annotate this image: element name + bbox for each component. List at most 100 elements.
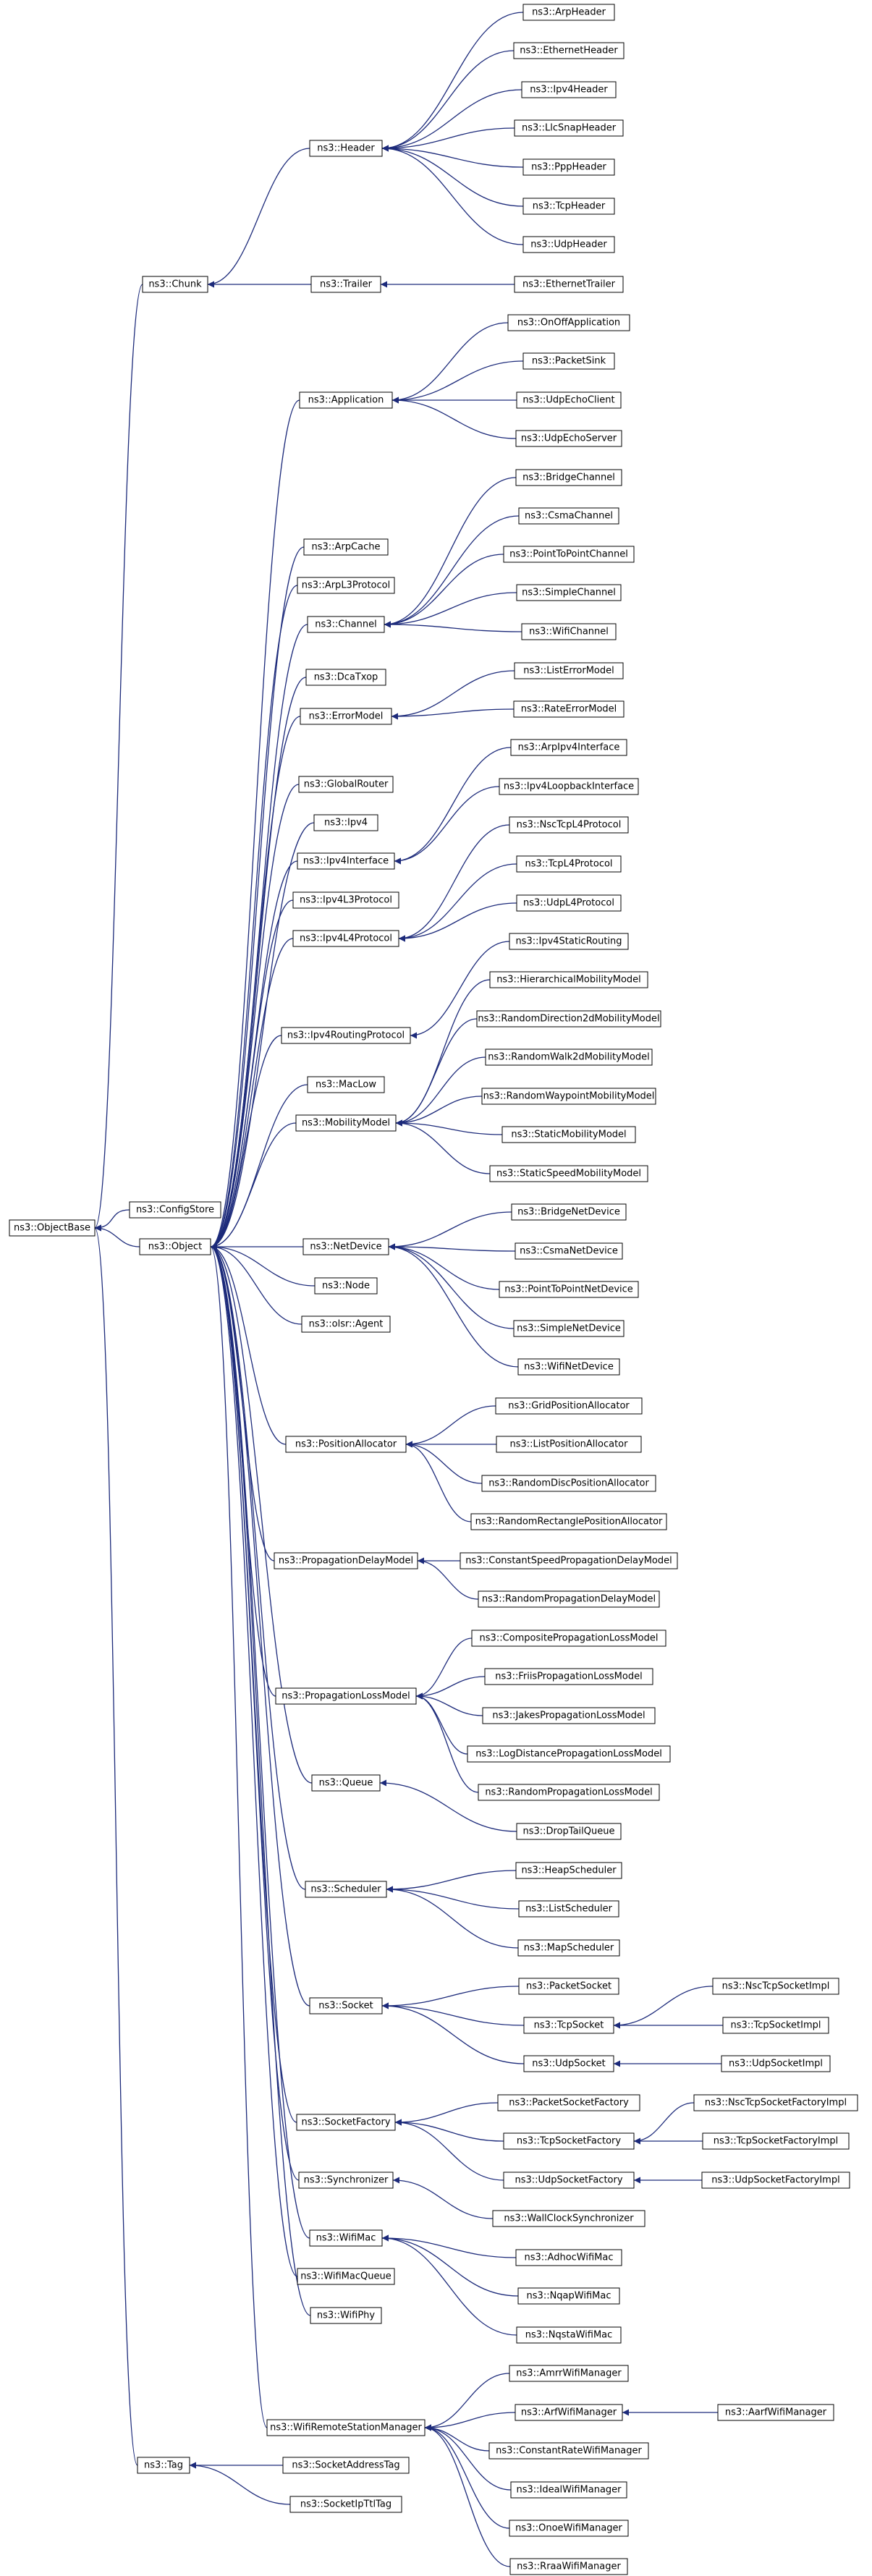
class-node-error-model[interactable]: ns3::ErrorModel (300, 708, 392, 725)
class-node-udp-l4-protocol[interactable]: ns3::UdpL4Protocol (516, 894, 622, 912)
class-node-random-waypoint-mobility-model[interactable]: ns3::RandomWaypointMobilityModel (481, 1088, 656, 1105)
class-node-udp-echo-client[interactable]: ns3::UdpEchoClient (516, 391, 622, 409)
class-node-wifi-mac[interactable]: ns3::WifiMac (309, 2229, 383, 2247)
class-node-on-off-application[interactable]: ns3::OnOffApplication (507, 314, 630, 331)
class-node-arp-header[interactable]: ns3::ArpHeader (522, 4, 615, 21)
class-node-ipv4-l3-protocol[interactable]: ns3::Ipv4L3Protocol (292, 891, 399, 909)
class-node-wifi-net-device[interactable]: ns3::WifiNetDevice (517, 1358, 620, 1376)
class-node-bridge-net-device[interactable]: ns3::BridgeNetDevice (511, 1203, 627, 1221)
class-node-packet-socket[interactable]: ns3::PacketSocket (518, 1978, 619, 1995)
class-node-ideal-wifi-manager[interactable]: ns3::IdealWifiManager (510, 2481, 627, 2499)
class-node-ethernet-trailer[interactable]: ns3::EthernetTrailer (514, 276, 624, 293)
class-node-wifi-phy[interactable]: ns3::WifiPhy (310, 2307, 382, 2324)
class-node-arp-l3-protocol[interactable]: ns3::ArpL3Protocol (297, 577, 395, 594)
class-node-constant-rate-wifi-manager[interactable]: ns3::ConstantRateWifiManager (488, 2442, 649, 2460)
class-node-propagation-loss-model[interactable]: ns3::PropagationLossModel (275, 1687, 417, 1705)
class-node-bridge-channel[interactable]: ns3::BridgeChannel (515, 469, 622, 486)
class-node-amrr-wifi-manager[interactable]: ns3::AmrrWifiManager (509, 2365, 629, 2382)
class-node-composite-propagation-loss-model[interactable]: ns3::CompositePropagationLossModel (471, 1630, 666, 1647)
class-node-chunk[interactable]: ns3::Chunk (142, 276, 208, 293)
class-node-llc-snap-header[interactable]: ns3::LlcSnapHeader (514, 119, 624, 137)
class-node-tcp-socket-factory-impl[interactable]: ns3::TcpSocketFactoryImpl (702, 2132, 850, 2150)
class-node-tcp-header[interactable]: ns3::TcpHeader (522, 198, 615, 215)
class-node-simple-net-device[interactable]: ns3::SimpleNetDevice (513, 1320, 625, 1337)
class-node-node[interactable]: ns3::Node (314, 1277, 378, 1295)
class-node-nsc-tcp-l4-protocol[interactable]: ns3::NscTcpL4Protocol (509, 816, 629, 834)
class-node-heap-scheduler[interactable]: ns3::HeapScheduler (515, 1862, 622, 1879)
class-node-channel[interactable]: ns3::Channel (307, 616, 385, 633)
class-node-queue[interactable]: ns3::Queue (311, 1774, 381, 1792)
class-node-log-distance-propagation-loss-model[interactable]: ns3::LogDistancePropagationLossModel (467, 1745, 671, 1763)
class-node-random-direction2d-mobility-model[interactable]: ns3::RandomDirection2dMobilityModel (476, 1010, 661, 1028)
class-node-synchronizer[interactable]: ns3::Synchronizer (298, 2172, 394, 2189)
class-node-nsc-tcp-socket-factory-impl[interactable]: ns3::NscTcpSocketFactoryImpl (693, 2094, 858, 2111)
class-node-ipv4-loopback-interface[interactable]: ns3::Ipv4LoopbackInterface (499, 778, 639, 795)
class-node-aarf-wifi-manager[interactable]: ns3::AarfWifiManager (717, 2404, 834, 2421)
class-node-ethernet-header[interactable]: ns3::EthernetHeader (513, 42, 625, 59)
class-node-mac-low[interactable]: ns3::MacLow (307, 1076, 385, 1093)
class-node-nqap-wifi-mac[interactable]: ns3::NqapWifiMac (517, 2287, 620, 2305)
class-node-map-scheduler[interactable]: ns3::MapScheduler (517, 1939, 620, 1957)
class-node-arf-wifi-manager[interactable]: ns3::ArfWifiManager (515, 2404, 623, 2421)
class-node-mobility-model[interactable]: ns3::MobilityModel (295, 1114, 397, 1132)
class-node-csma-channel[interactable]: ns3::CsmaChannel (518, 507, 619, 525)
class-node-point-to-point-channel[interactable]: ns3::PointToPointChannel (503, 546, 635, 563)
class-node-random-disc-position-allocator[interactable]: ns3::RandomDiscPositionAllocator (481, 1475, 656, 1492)
class-node-config-store[interactable]: ns3::ConfigStore (129, 1201, 221, 1219)
class-node-tcp-socket-impl[interactable]: ns3::TcpSocketImpl (722, 2017, 829, 2034)
class-node-drop-tail-queue[interactable]: ns3::DropTailQueue (516, 1823, 622, 1840)
class-node-position-allocator[interactable]: ns3::PositionAllocator (285, 1436, 407, 1453)
class-node-socket-ip-ttl-tag[interactable]: ns3::SocketIpTtlTag (289, 2496, 402, 2513)
class-node-object[interactable]: ns3::Object (139, 1238, 211, 1255)
class-node-simple-channel[interactable]: ns3::SimpleChannel (516, 584, 622, 601)
class-node-wifi-mac-queue[interactable]: ns3::WifiMacQueue (297, 2268, 395, 2285)
class-node-list-position-allocator[interactable]: ns3::ListPositionAllocator (496, 1436, 642, 1453)
class-node-wifi-remote-station-manager[interactable]: ns3::WifiRemoteStationManager (266, 2419, 426, 2436)
class-node-header[interactable]: ns3::Header (309, 140, 383, 157)
class-node-adhoc-wifi-mac[interactable]: ns3::AdhocWifiMac (515, 2249, 622, 2266)
class-node-global-router[interactable]: ns3::GlobalRouter (298, 776, 394, 793)
class-node-propagation-delay-model[interactable]: ns3::PropagationDelayModel (274, 1552, 418, 1569)
class-node-random-propagation-loss-model[interactable]: ns3::RandomPropagationLossModel (478, 1784, 660, 1801)
class-node-udp-echo-server[interactable]: ns3::UdpEchoServer (515, 430, 622, 447)
class-node-packet-sink[interactable]: ns3::PacketSink (522, 352, 615, 370)
class-node-trailer[interactable]: ns3::Trailer (310, 276, 381, 293)
class-node-ipv4-l4-protocol[interactable]: ns3::Ipv4L4Protocol (292, 930, 399, 947)
class-node-list-error-model[interactable]: ns3::ListErrorModel (514, 662, 624, 679)
class-node-socket-factory[interactable]: ns3::SocketFactory (296, 2114, 396, 2131)
class-node-nsc-tcp-socket-impl[interactable]: ns3::NscTcpSocketImpl (712, 1978, 839, 1995)
class-node-udp-socket-factory[interactable]: ns3::UdpSocketFactory (503, 2172, 635, 2189)
class-node-tcp-socket[interactable]: ns3::TcpSocket (523, 2017, 614, 2034)
class-node-onoe-wifi-manager[interactable]: ns3::OnoeWifiManager (509, 2520, 629, 2537)
class-node-scheduler[interactable]: ns3::Scheduler (305, 1881, 387, 1898)
class-node-packet-socket-factory[interactable]: ns3::PacketSocketFactory (497, 2094, 640, 2111)
class-node-static-mobility-model[interactable]: ns3::StaticMobilityModel (501, 1126, 636, 1143)
class-node-application[interactable]: ns3::Application (299, 391, 393, 409)
class-node-ppp-header[interactable]: ns3::PppHeader (522, 158, 615, 176)
class-node-ipv4-header[interactable]: ns3::Ipv4Header (521, 81, 617, 98)
class-node-hierarchical-mobility-model[interactable]: ns3::HierarchicalMobilityModel (489, 971, 648, 988)
class-node-udp-header[interactable]: ns3::UdpHeader (522, 236, 615, 253)
class-node-dca-txop[interactable]: ns3::DcaTxop (305, 669, 386, 686)
class-node-udp-socket-factory-impl[interactable]: ns3::UdpSocketFactoryImpl (701, 2172, 850, 2189)
class-node-random-walk2d-mobility-model[interactable]: ns3::RandomWalk2dMobilityModel (485, 1048, 653, 1066)
class-node-tcp-l4-protocol[interactable]: ns3::TcpL4Protocol (516, 855, 622, 873)
class-node-udp-socket-impl[interactable]: ns3::UdpSocketImpl (721, 2055, 831, 2072)
class-node-random-propagation-delay-model[interactable]: ns3::RandomPropagationDelayModel (478, 1590, 660, 1608)
class-node-olsr-agent[interactable]: ns3::olsr::Agent (301, 1315, 391, 1333)
class-node-net-device[interactable]: ns3::NetDevice (302, 1238, 389, 1255)
class-node-tcp-socket-factory[interactable]: ns3::TcpSocketFactory (503, 2132, 635, 2150)
class-node-ipv4[interactable]: ns3::Ipv4 (313, 814, 378, 831)
class-node-arp-cache[interactable]: ns3::ArpCache (303, 538, 389, 556)
class-node-random-rectangle-position-allocator[interactable]: ns3::RandomRectanglePositionAllocator (470, 1513, 667, 1530)
class-node-wall-clock-synchronizer[interactable]: ns3::WallClockSynchronizer (492, 2210, 645, 2227)
class-node-friis-propagation-loss-model[interactable]: ns3::FriisPropagationLossModel (484, 1668, 653, 1685)
class-node-ipv4-routing-protocol[interactable]: ns3::Ipv4RoutingProtocol (281, 1027, 411, 1044)
class-node-socket[interactable]: ns3::Socket (309, 1997, 383, 2014)
class-node-socket-address-tag[interactable]: ns3::SocketAddressTag (282, 2457, 410, 2474)
class-node-jakes-propagation-loss-model[interactable]: ns3::JakesPropagationLossModel (482, 1707, 656, 1724)
class-node-nqsta-wifi-mac[interactable]: ns3::NqstaWifiMac (516, 2326, 622, 2344)
class-node-constant-speed-propagation-delay-model[interactable]: ns3::ConstantSpeedPropagationDelayModel (460, 1552, 678, 1569)
class-node-list-scheduler[interactable]: ns3::ListScheduler (518, 1900, 619, 1918)
class-node-rate-error-model[interactable]: ns3::RateErrorModel (513, 700, 625, 718)
